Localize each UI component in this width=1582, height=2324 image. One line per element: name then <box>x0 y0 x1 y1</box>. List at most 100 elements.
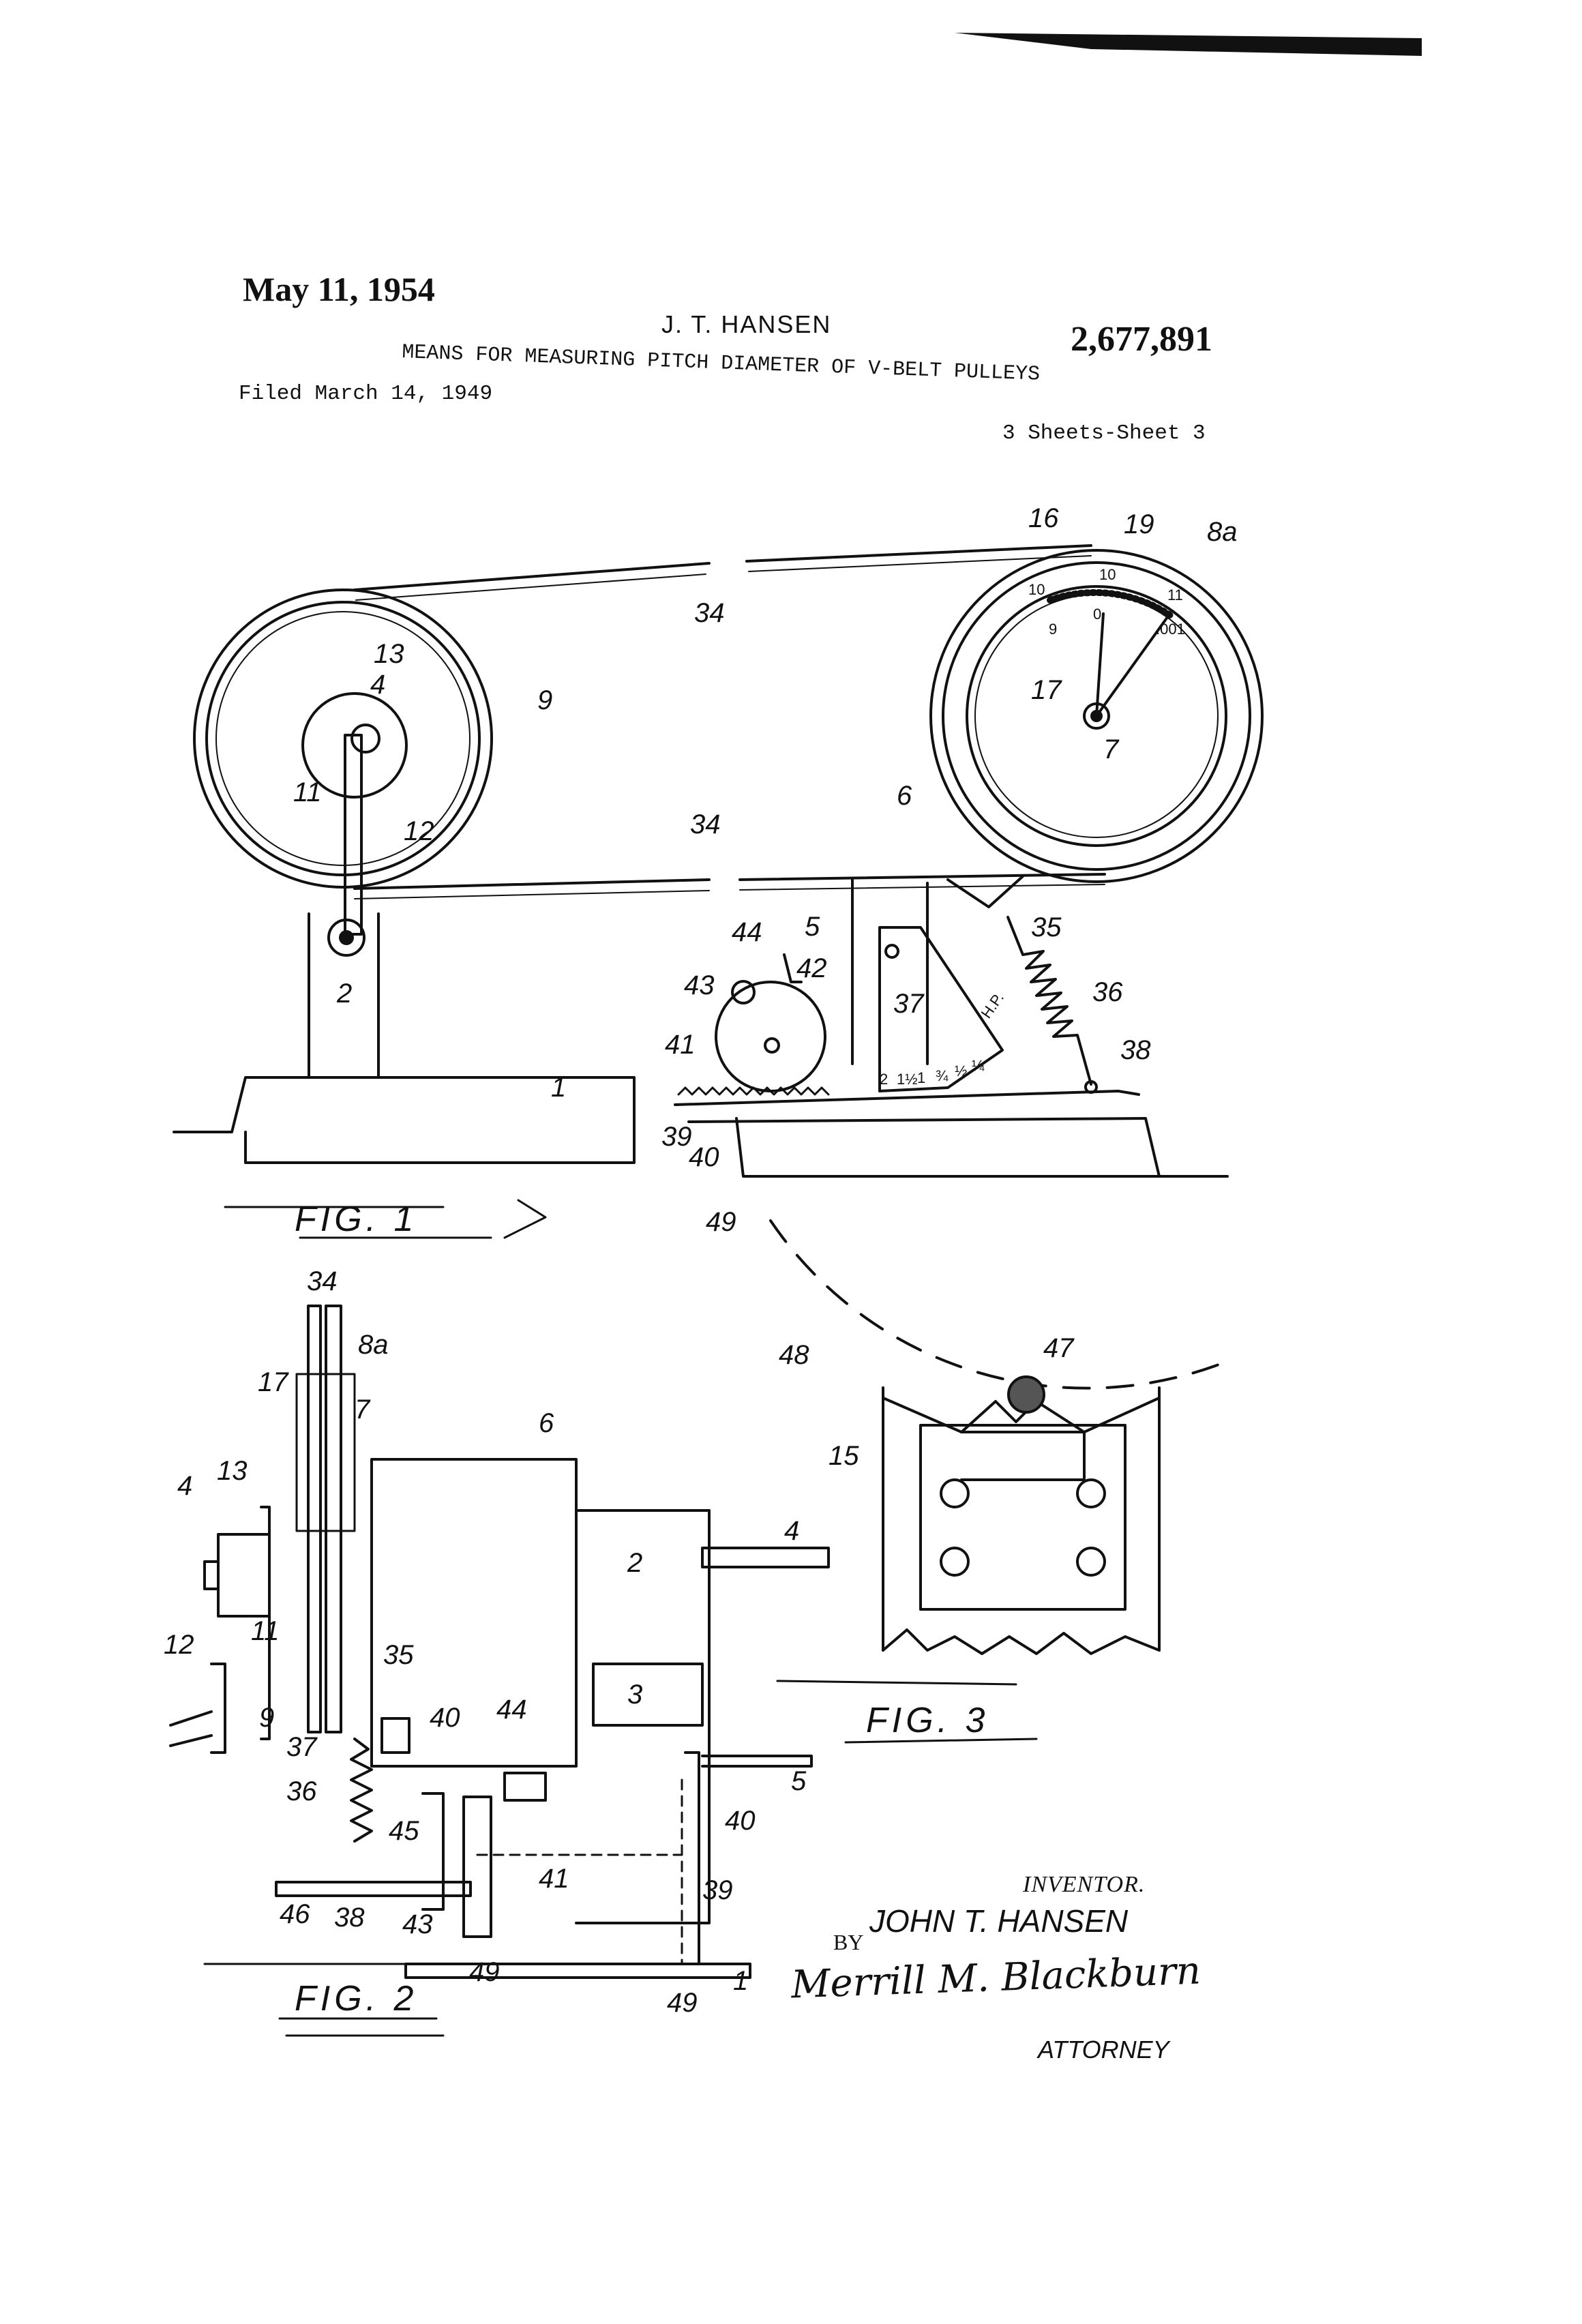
ref-numeral: 3 <box>627 1680 642 1710</box>
ref-numeral: 41 <box>665 1030 696 1060</box>
belt-section-47 <box>1009 1377 1044 1412</box>
fig2-label: FIG. 2 <box>295 1979 417 2018</box>
ref-numeral: 6 <box>897 781 912 811</box>
ref-numeral: 49 <box>667 1988 698 2018</box>
ref-numeral: 19 <box>1124 509 1154 539</box>
ref-numeral: 48 <box>779 1340 809 1370</box>
ref-numeral: 4 <box>784 1516 799 1546</box>
ref-numeral: 9 <box>537 685 552 715</box>
dial-tick: 11 <box>1167 586 1183 604</box>
link-35 <box>948 876 1023 907</box>
ref-numeral: 2 <box>627 1548 642 1578</box>
ref-numeral: 5 <box>805 912 820 942</box>
ref-numeral: 12 <box>404 816 434 846</box>
inventor-name: JOHN T. HANSEN <box>869 1903 1128 1939</box>
dial-tick: .001 <box>1156 621 1185 638</box>
ref-numeral: 34 <box>690 809 721 839</box>
ref-numeral: 2 <box>336 979 352 1009</box>
ref-numeral: 1 <box>733 1966 748 1996</box>
ref-numeral: 42 <box>796 953 827 983</box>
ref-numeral: 46 <box>280 1899 310 1929</box>
ref-numeral: 13 <box>374 639 404 669</box>
ref-numeral: 7 <box>1103 734 1120 764</box>
ref-numeral: 8a <box>1207 517 1238 547</box>
ref-numeral: 49 <box>706 1207 736 1237</box>
ref-numeral: 41 <box>539 1864 569 1894</box>
gauge-body <box>883 1388 1159 1650</box>
base-1-side <box>406 1964 750 1978</box>
ref-numeral: 13 <box>217 1456 248 1486</box>
ref-numeral: 6 <box>539 1408 554 1438</box>
ref-numeral: 43 <box>402 1909 433 1939</box>
belt-34-edge <box>308 1306 320 1732</box>
ref-numeral: 39 <box>661 1122 692 1152</box>
ref-numeral: 17 <box>258 1367 289 1397</box>
scale-mark: 1 <box>917 1069 925 1086</box>
ref-numeral: 37 <box>286 1732 318 1762</box>
shaft-5 <box>702 1756 811 1766</box>
plate-15 <box>921 1425 1125 1609</box>
ref-numeral: 37 <box>893 989 925 1019</box>
ref-numeral: 34 <box>694 598 725 628</box>
attorney-label: ATTORNEY <box>1038 2036 1169 2064</box>
inventor-label: INVENTOR. <box>1023 1872 1145 1898</box>
hub-13 <box>218 1534 269 1616</box>
dial-tick: 10 <box>1099 566 1116 583</box>
ref-numeral: 15 <box>829 1441 859 1471</box>
ref-numeral: 39 <box>702 1875 733 1905</box>
ref-numeral: 40 <box>689 1142 719 1172</box>
hp-label: H.P. <box>978 989 1007 1022</box>
ref-numeral: 36 <box>1092 977 1123 1007</box>
ref-numeral: 34 <box>307 1266 338 1296</box>
ref-numeral: 47 <box>1043 1333 1075 1363</box>
knob-43 <box>732 981 754 1003</box>
ref-numeral: 4 <box>370 670 385 700</box>
scale-mark: ½ <box>955 1062 967 1079</box>
ref-numeral: 36 <box>286 1776 317 1806</box>
dial-tick: 9 <box>1049 621 1057 638</box>
ref-numeral: 35 <box>1031 912 1062 942</box>
ref-numeral: 4 <box>177 1471 192 1501</box>
ref-numeral: 5 <box>791 1766 807 1796</box>
ref-numeral: 8a <box>358 1330 389 1360</box>
left-pulley <box>194 590 492 887</box>
dial-tick: 10 <box>1028 581 1045 598</box>
ref-numeral: 44 <box>732 917 762 947</box>
v-belt-top <box>355 546 1091 590</box>
ref-numeral: 7 <box>355 1395 371 1425</box>
fig3-label: FIG. 3 <box>866 1701 989 1740</box>
pulley-8a-edge <box>326 1306 341 1732</box>
ref-numeral: 12 <box>164 1630 194 1660</box>
ref-numeral: 40 <box>725 1806 756 1836</box>
ref-numeral: 11 <box>251 1616 280 1646</box>
member-3 <box>593 1664 702 1725</box>
fig1-label: FIG. 1 <box>295 1200 417 1239</box>
ref-numeral: 9 <box>259 1703 274 1733</box>
shaft-4 <box>702 1548 829 1567</box>
scale-mark: 2 <box>880 1071 888 1088</box>
ref-numeral: 1 <box>551 1073 566 1103</box>
ref-numeral: 45 <box>389 1816 419 1846</box>
crank-12 <box>170 1664 225 1753</box>
ref-numeral: 38 <box>334 1903 365 1933</box>
rack-39 <box>675 1091 1221 1176</box>
figure-2: 1 2 3 4 4 5 6 7 8a 9 11 12 13 17 34 35 3… <box>164 1266 829 2036</box>
dial-tick: 0 <box>1093 606 1101 623</box>
upright-2-side <box>576 1510 709 1923</box>
crank-arm <box>345 735 361 934</box>
ref-numeral: 16 <box>1028 503 1059 533</box>
scan-mark <box>955 33 1422 56</box>
rack-39-side <box>685 1753 699 1964</box>
gear-41 <box>716 982 825 1091</box>
base-1-right <box>736 1118 1173 1176</box>
by-label: BY <box>833 1930 863 1955</box>
spring-36-side <box>351 1739 372 1841</box>
ref-numeral: 44 <box>496 1695 527 1725</box>
pulley-48-arc <box>771 1221 1221 1388</box>
scale-mark: 1½ <box>897 1071 918 1088</box>
ref-numeral: 40 <box>430 1703 460 1733</box>
scale-mark: ¾ <box>936 1067 949 1084</box>
arm-46 <box>276 1882 471 1896</box>
scale-mark: ¼ <box>972 1057 985 1074</box>
ref-numeral: 35 <box>383 1640 414 1670</box>
